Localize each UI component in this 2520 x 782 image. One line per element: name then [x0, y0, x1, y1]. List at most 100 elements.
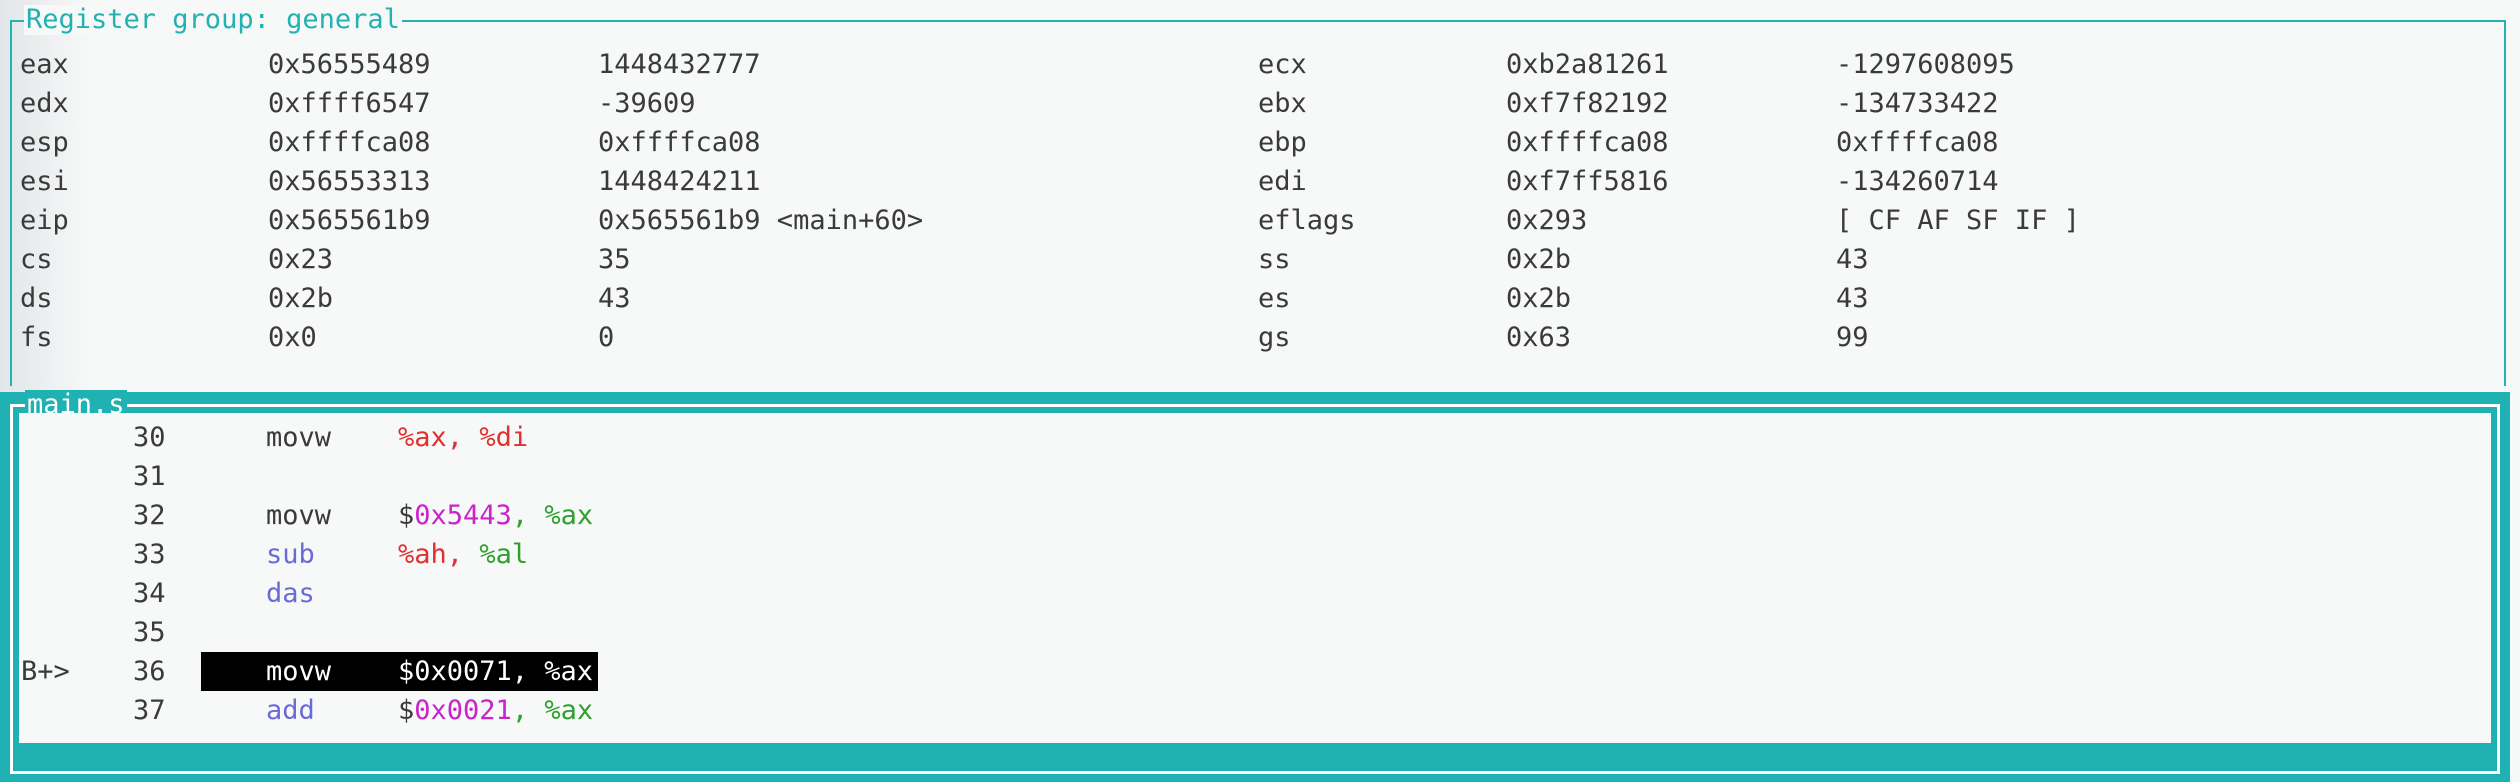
register-natural-value: 1448424211	[598, 166, 761, 197]
register-row: eax 0x56555489 1448432777 ecx 0xb2a81261…	[12, 46, 2504, 84]
register-natural-value: 0xffffca08	[598, 127, 761, 158]
register-name: edx	[20, 88, 69, 119]
line-number: 32	[133, 500, 166, 531]
register-name: ds	[20, 283, 53, 314]
immediate-prefix: $	[398, 500, 415, 531]
register-hex-value: 0x2b	[268, 283, 334, 314]
operands: $0x0021, %ax	[398, 691, 593, 730]
operands: $0x5443, %ax	[398, 496, 593, 535]
register-hex-value: 0xf7f82192	[1506, 88, 1669, 119]
register-hex-value: 0xffff6547	[268, 88, 431, 119]
mnemonic: sub	[266, 539, 315, 570]
register-hex-value: 0x56555489	[268, 49, 431, 80]
register-name: ebx	[1258, 88, 1307, 119]
register-name: esi	[20, 166, 69, 197]
register-name: eax	[20, 49, 69, 80]
register-name: ecx	[1258, 49, 1307, 80]
register-name: fs	[20, 322, 53, 353]
register-row: eip 0x565561b9 0x565561b9 <main+60> efla…	[12, 202, 2504, 240]
register-natural-value: -134260714	[1836, 166, 1999, 197]
operands: %ax, %di	[398, 418, 528, 457]
register-natural-value: 0xffffca08	[1836, 127, 1999, 158]
register-row: esi 0x56553313 1448424211 edi 0xf7ff5816…	[12, 163, 2504, 201]
source-line[interactable]: 30 movw %ax, %di	[19, 418, 2491, 457]
register-natural-value: -39609	[598, 88, 696, 119]
register-hex-value: 0x565561b9	[268, 205, 431, 236]
mnemonic: movw	[266, 422, 332, 453]
register-name: es	[1258, 283, 1291, 314]
line-number: 30	[133, 422, 166, 453]
register-hex-value: 0x2b	[1506, 244, 1572, 275]
current-line-highlight	[201, 652, 598, 691]
operand-register: %ax	[544, 695, 594, 726]
immediate-value: 0x0021	[414, 695, 512, 726]
register-hex-value: 0x23	[268, 244, 334, 275]
register-name: cs	[20, 244, 53, 275]
register-hex-value: 0x293	[1506, 205, 1588, 236]
immediate-value: 0x5443	[414, 500, 512, 531]
source-line[interactable]: 34 das	[19, 574, 2491, 613]
register-name: ebp	[1258, 127, 1307, 158]
register-natural-value: 0x565561b9 <main+60>	[598, 205, 924, 236]
register-row: ds 0x2b 43 es 0x2b 43	[12, 280, 2504, 318]
source-line[interactable]: 33 sub %ah, %al	[19, 535, 2491, 574]
register-hex-value: 0x63	[1506, 322, 1572, 353]
register-natural-value: [ CF AF SF IF ]	[1836, 205, 2080, 236]
source-line-current[interactable]: B+> 36 movw $0x0071, %ax	[19, 652, 2491, 691]
register-natural-value: 35	[598, 244, 631, 275]
mnemonic: movw	[266, 500, 332, 531]
mnemonic: das	[266, 578, 315, 609]
register-name: eflags	[1258, 205, 1356, 236]
register-row: cs 0x23 35 ss 0x2b 43	[12, 241, 2504, 279]
register-hex-value: 0x0	[268, 322, 317, 353]
line-number: 31	[133, 461, 166, 492]
register-hex-value: 0xb2a81261	[1506, 49, 1669, 80]
line-number: 36	[133, 656, 166, 687]
operand-register: %ah	[398, 539, 447, 570]
operand-register: %ax	[398, 422, 447, 453]
register-natural-value: 99	[1836, 322, 1869, 353]
operands: %ah, %al	[398, 535, 528, 574]
breakpoint-marker[interactable]: B+>	[21, 656, 70, 687]
register-natural-value: 43	[1836, 283, 1869, 314]
register-row: fs 0x0 0 gs 0x63 99	[12, 319, 2504, 357]
register-name: edi	[1258, 166, 1307, 197]
operand-register: %ax	[544, 500, 594, 531]
source-pane[interactable]: main.s 30 movw %ax, %di 31 32 movw $0x54…	[10, 390, 2500, 774]
register-natural-value: 43	[1836, 244, 1869, 275]
register-hex-value: 0x2b	[1506, 283, 1572, 314]
source-line[interactable]: 31	[19, 457, 2491, 496]
register-hex-value: 0xf7ff5816	[1506, 166, 1669, 197]
register-pane-title: Register group: general	[24, 4, 402, 35]
line-number: 34	[133, 578, 166, 609]
operand-separator: ,	[446, 422, 464, 453]
register-hex-value: 0xffffca08	[1506, 127, 1669, 158]
mnemonic: add	[266, 695, 315, 726]
immediate-prefix: $	[398, 695, 415, 726]
register-hex-value: 0xffffca08	[268, 127, 431, 158]
operand-separator: ,	[446, 539, 464, 570]
register-natural-value: -134733422	[1836, 88, 1999, 119]
register-pane: Register group: general eax 0x56555489 1…	[10, 5, 2506, 386]
source-line[interactable]: 35	[19, 613, 2491, 652]
operand-separator: ,	[511, 500, 529, 531]
mnemonic: movw	[266, 656, 332, 687]
register-hex-value: 0x56553313	[268, 166, 431, 197]
source-listing[interactable]: 30 movw %ax, %di 31 32 movw $0x5443, %ax…	[19, 413, 2491, 743]
source-line[interactable]: 32 movw $0x5443, %ax	[19, 496, 2491, 535]
register-natural-value: 0	[598, 322, 615, 353]
operand-register: %al	[479, 539, 529, 570]
line-number: 37	[133, 695, 166, 726]
register-name: ss	[1258, 244, 1291, 275]
register-natural-value: 1448432777	[598, 49, 761, 80]
operands: $0x0071, %ax	[398, 656, 594, 687]
register-row: edx 0xffff6547 -39609 ebx 0xf7f82192 -13…	[12, 85, 2504, 123]
line-number: 33	[133, 539, 166, 570]
source-line[interactable]: 37 add $0x0021, %ax	[19, 691, 2491, 730]
register-name: eip	[20, 205, 69, 236]
register-natural-value: -1297608095	[1836, 49, 2015, 80]
register-name: esp	[20, 127, 69, 158]
register-natural-value: 43	[598, 283, 631, 314]
operand-register: %di	[479, 422, 529, 453]
register-row: esp 0xffffca08 0xffffca08 ebp 0xffffca08…	[12, 124, 2504, 162]
